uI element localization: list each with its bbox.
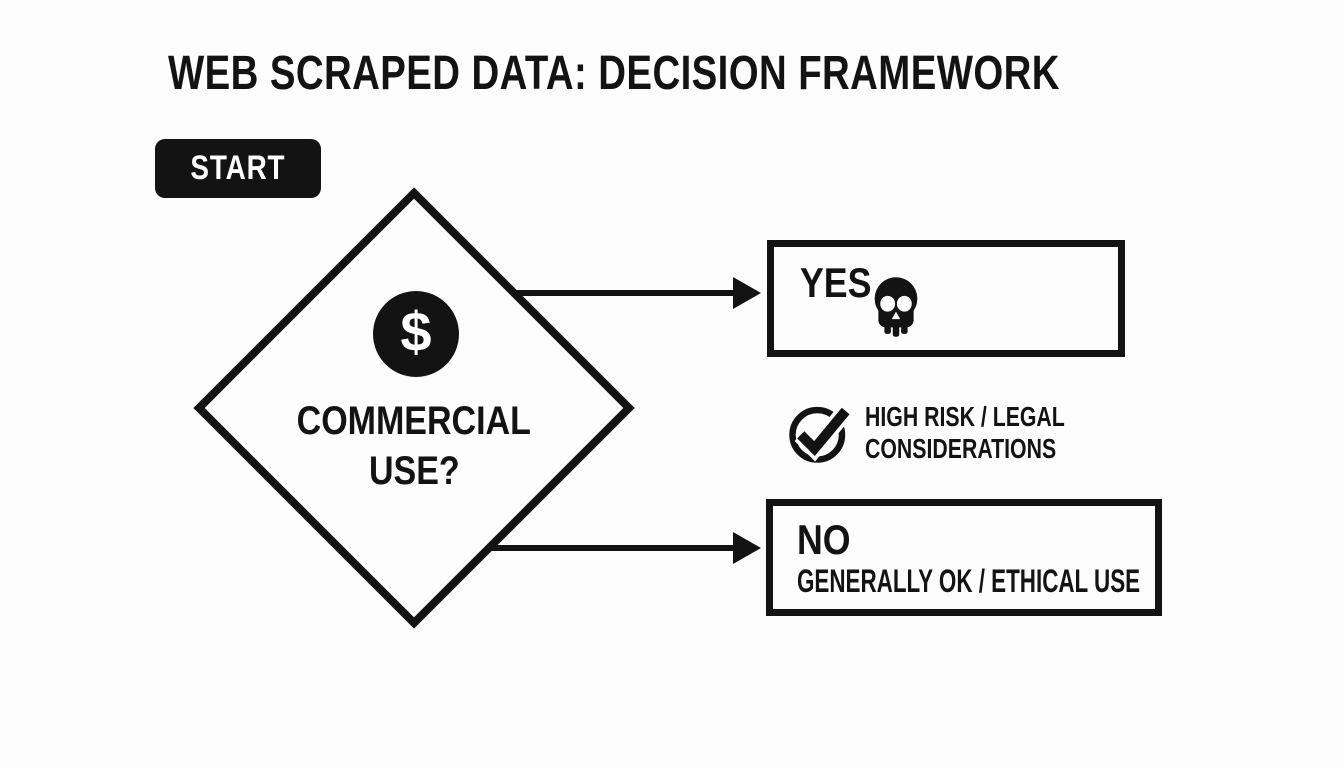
skull-icon bbox=[874, 277, 918, 337]
no-arrow-head bbox=[733, 532, 761, 564]
decision-diamond bbox=[193, 187, 635, 629]
page-title: WEB SCRAPED DATA: DECISION FRAMEWORK bbox=[168, 50, 1283, 98]
decision-question-line1: COMMERCIAL bbox=[296, 399, 532, 443]
risk-note: HIGH RISK / LEGAL CONSIDERATIONS bbox=[787, 400, 1128, 466]
risk-note-text: HIGH RISK / LEGAL CONSIDERATIONS bbox=[865, 400, 1128, 465]
no-label: NO bbox=[797, 516, 851, 563]
decision-question-line2: USE? bbox=[368, 449, 460, 493]
start-node: START bbox=[155, 139, 321, 198]
risk-note-line2: CONSIDERATIONS bbox=[865, 433, 1057, 464]
dollar-symbol: $ bbox=[400, 300, 432, 363]
dollar-icon: $ bbox=[373, 291, 459, 377]
yes-outcome-box: YES bbox=[767, 240, 1125, 357]
decision-question: COMMERCIAL USE? bbox=[199, 396, 629, 496]
no-sublabel: GENERALLY OK / ETHICAL USE bbox=[797, 563, 1141, 599]
check-circle-icon bbox=[789, 405, 853, 463]
page-title-text: WEB SCRAPED DATA: DECISION FRAMEWORK bbox=[168, 47, 1060, 100]
yes-arrow-head bbox=[733, 277, 761, 309]
risk-note-line1: HIGH RISK / LEGAL bbox=[865, 401, 1065, 432]
start-node-label: START bbox=[190, 149, 286, 187]
no-outcome-box: NO GENERALLY OK / ETHICAL USE bbox=[766, 499, 1162, 616]
yes-label: YES bbox=[800, 259, 872, 306]
